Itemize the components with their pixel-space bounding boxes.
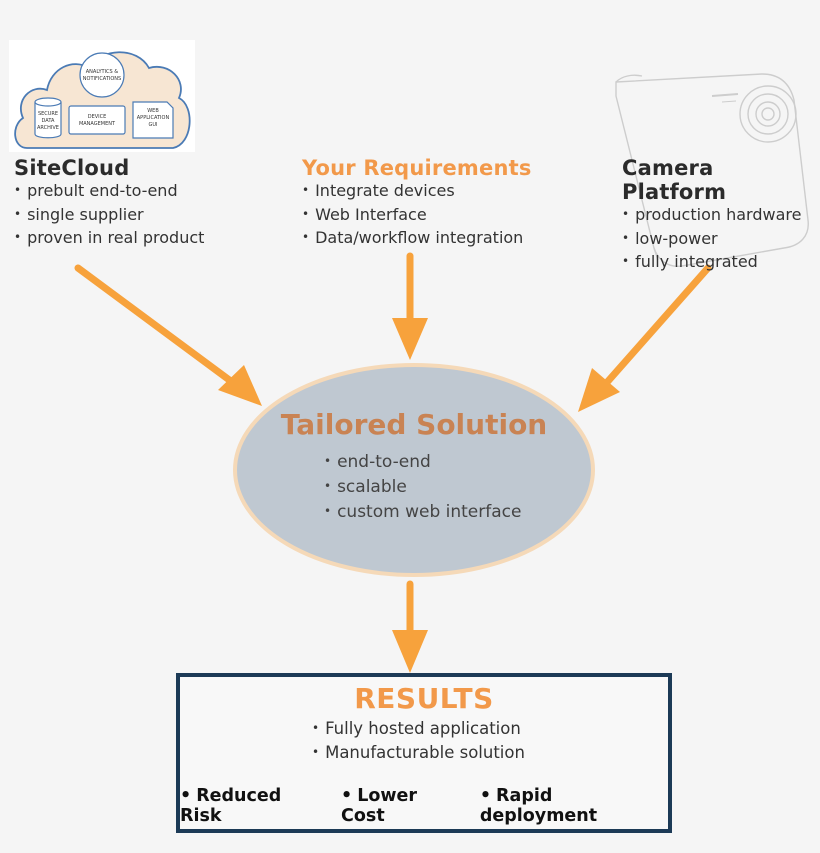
- results-highlights: Reduced Risk Lower Cost Rapid deployment: [180, 786, 668, 826]
- web-label-3: GUI: [148, 122, 157, 128]
- arrow-camera-to-solution: [578, 264, 712, 412]
- highlight-rapid-deployment: Rapid deployment: [480, 786, 668, 826]
- requirements-column: Your Requirements Integrate devices Web …: [302, 156, 532, 251]
- web-application-doc-icon: [132, 101, 174, 139]
- list-item: proven in real product: [14, 227, 204, 251]
- archive-label-3: ARCHIVE: [37, 125, 59, 131]
- list-item: Data/workflow integration: [302, 227, 532, 251]
- solution-bullets: end-to-end scalable custom web interface: [324, 450, 521, 525]
- arrow-requirements-to-solution: [392, 252, 428, 360]
- list-item: Fully hosted application: [312, 718, 525, 742]
- device-label-1: DEVICE: [88, 114, 107, 120]
- list-item: Web Interface: [302, 204, 532, 228]
- archive-database-icon: [34, 97, 62, 139]
- archive-label-1: SECURE: [38, 111, 58, 117]
- requirements-bullets: Integrate devices Web Interface Data/wor…: [302, 180, 532, 251]
- highlight-lower-cost: Lower Cost: [341, 786, 462, 826]
- results-title: RESULTS: [354, 682, 494, 715]
- list-item: single supplier: [14, 204, 204, 228]
- list-item: prebult end-to-end: [14, 180, 204, 204]
- list-item: scalable: [324, 475, 521, 500]
- camera-column: Camera Platform production hardware low-…: [622, 156, 820, 275]
- web-label-1: WEB: [147, 108, 159, 114]
- list-item: custom web interface: [324, 500, 521, 525]
- highlight-reduced-risk: Reduced Risk: [180, 786, 323, 826]
- requirements-title: Your Requirements: [302, 156, 532, 180]
- device-management-box: [68, 105, 126, 135]
- list-item: fully integrated: [622, 251, 820, 275]
- web-label-2: APPLICATION: [137, 115, 170, 121]
- sitecloud-bullets: prebult end-to-end single supplier prove…: [14, 180, 204, 251]
- list-item: end-to-end: [324, 450, 521, 475]
- list-item: Integrate devices: [302, 180, 532, 204]
- analytics-label-2: NOTIFICATIONS: [83, 76, 121, 82]
- camera-bullets: production hardware low-power fully inte…: [622, 204, 820, 275]
- sitecloud-title: SiteCloud: [14, 156, 130, 180]
- device-label-2: MANAGEMENT: [79, 121, 116, 127]
- analytics-circle: [79, 52, 125, 98]
- list-item: Manufacturable solution: [312, 742, 525, 766]
- results-bullets: Fully hosted application Manufacturable …: [312, 718, 525, 765]
- solution-title: Tailored Solution: [280, 408, 548, 441]
- analytics-label-1: ANALYTICS &: [86, 69, 119, 75]
- sitecloud-illustration: ANALYTICS & NOTIFICATIONS SECURE DATA AR…: [9, 40, 195, 152]
- archive-label-2: DATA: [42, 118, 55, 124]
- arrow-solution-to-results: [392, 580, 428, 673]
- list-item: production hardware: [622, 204, 820, 228]
- list-item: low-power: [622, 228, 820, 252]
- arrow-sitecloud-to-solution: [74, 264, 262, 406]
- sitecloud-column: SiteCloud prebult end-to-end single supp…: [14, 156, 204, 251]
- camera-title: Camera Platform: [622, 156, 727, 204]
